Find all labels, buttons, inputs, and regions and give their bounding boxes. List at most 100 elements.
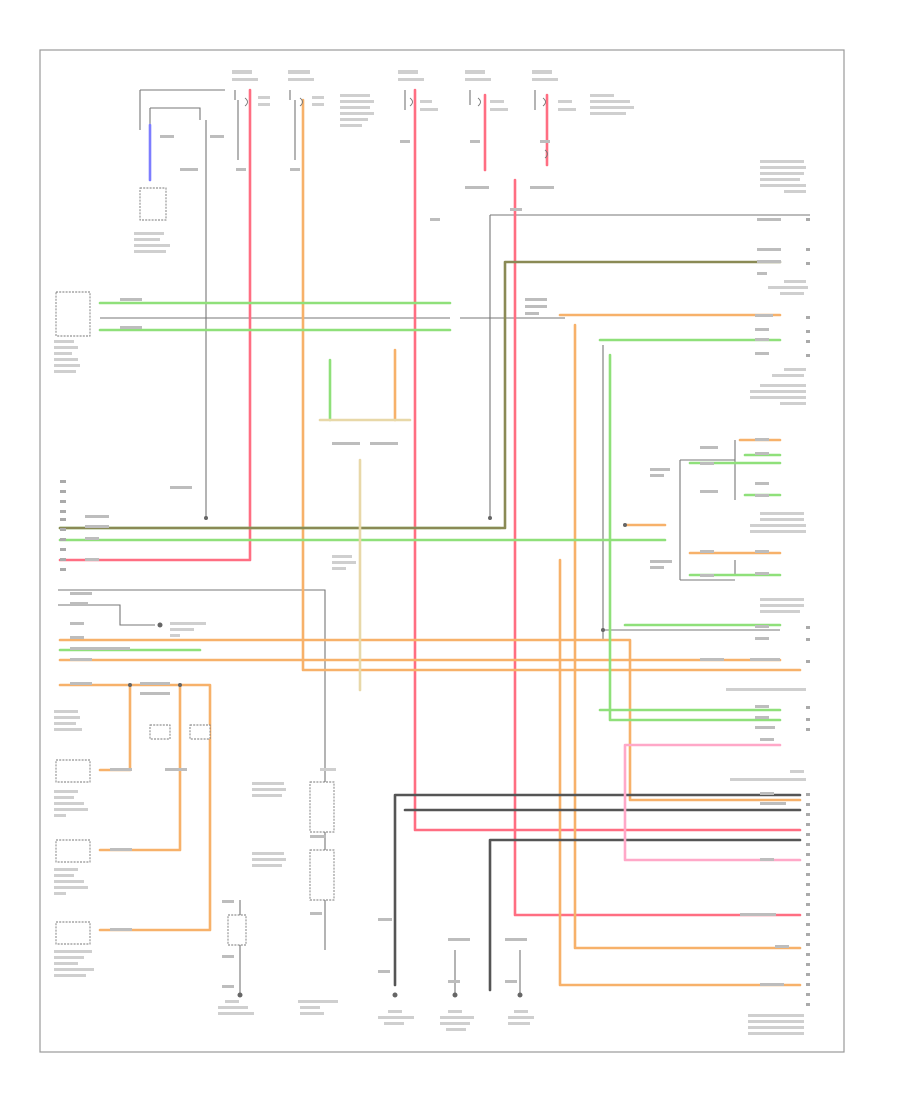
pink-wires [623,743,802,862]
illegible-label-mark [288,78,314,81]
wire-color-tag [70,682,92,685]
fuse-icon [477,97,481,107]
wire-color-tag [85,525,109,528]
ground-icon [237,992,243,998]
thin-wire [289,90,296,160]
wire-color-tag [755,452,769,455]
splice-icon [128,683,132,687]
illegible-label-mark [760,518,804,521]
dark-wire [393,793,802,987]
connector-pins-right [806,793,810,796]
fuse-icon [244,97,248,107]
olive-wire [58,260,782,530]
illegible-label-mark [420,108,438,111]
illegible-label-mark [54,974,86,977]
connector-pins-left [60,548,66,551]
wire-color-tag [222,985,234,988]
illegible-label-mark [170,634,180,637]
illegible-label-mark [225,1000,239,1003]
connector-pins-right [806,913,810,916]
wire-color-tag [530,186,554,189]
wire-color-tag [755,625,769,628]
illegible-label-mark [340,94,370,97]
illegible-label-mark [258,96,270,99]
wire-color-tag [505,938,527,941]
illegible-label-mark [446,1028,466,1031]
wire-color-tag [85,537,99,540]
illegible-label-mark [750,390,806,393]
illegible-label-mark [54,796,74,799]
connector-pins-right [806,718,810,721]
illegible-label-mark [258,103,270,106]
wire-color-tag [700,462,714,465]
illegible-label-mark [388,1010,402,1013]
illegible-label-mark [54,710,78,713]
illegible-label-mark [748,1014,804,1017]
wire-color-tag [650,474,664,477]
wire-color-tag [525,298,547,301]
thin-wire [58,589,326,950]
component-box [149,724,171,740]
connector-pins-right [806,983,810,986]
illegible-label-mark [590,94,614,97]
wire-color-tag [755,482,769,485]
illegible-label-mark [54,790,78,793]
orange-wire [98,683,182,852]
orange-wire [58,683,212,932]
wire-color-tag [760,983,784,986]
illegible-label-mark [590,112,626,115]
green-wires [58,301,782,722]
connector-pins-right [806,706,810,709]
wire-color-tag [755,572,769,575]
connector-pins-right [806,248,810,251]
splice-icon [157,622,163,628]
illegible-label-mark [340,124,362,127]
illegible-label-mark [398,70,418,74]
illegible-label-mark [780,402,806,405]
red-wire [513,178,802,917]
wire-color-tag [700,550,714,553]
illegible-label-mark [760,512,804,515]
illegible-label-mark [332,561,356,564]
connector-pins-left [60,528,66,531]
illegible-label-mark [170,628,194,631]
illegible-label-mark [790,770,804,773]
wire-color-tag [70,602,88,605]
illegible-label-mark [448,1010,462,1013]
illegible-label-mark [465,78,491,81]
component-box [55,759,91,783]
orange-wire [301,98,802,672]
illegible-label-mark [332,555,352,558]
wire-color-tag [290,168,300,171]
ground-icon [517,992,523,998]
illegible-label-mark [252,858,286,861]
connector-pins-right [806,893,810,896]
illegible-label-mark [298,1000,338,1003]
illegible-label-mark [532,78,558,81]
connector-pins-right [806,833,810,836]
wire-color-tag [120,298,142,301]
illegible-label-mark [134,238,160,241]
connector-pins-left [60,480,66,571]
illegible-label-mark [760,184,806,187]
illegible-label-mark [312,96,324,99]
wire-color-tag [70,622,84,625]
red-wire [58,88,252,562]
illegible-label-mark [772,374,804,377]
illegible-label-mark [232,70,252,74]
thin-wire [602,345,780,640]
illegible-label-mark [784,368,806,371]
illegible-label-mark [54,370,76,373]
illegible-label-mark [54,802,84,805]
wire-color-tag [650,468,670,471]
wire-color-tag [310,912,322,915]
illegible-label-mark [440,1022,470,1025]
ground-icon [392,992,398,998]
wire-color-tag [170,486,192,489]
illegible-label-mark [312,103,324,106]
illegible-label-mark [54,962,78,965]
connector-pins-left [60,480,66,483]
green-wire [608,353,782,722]
wire-color-tag [378,970,390,973]
wire-color-tag [700,574,714,577]
